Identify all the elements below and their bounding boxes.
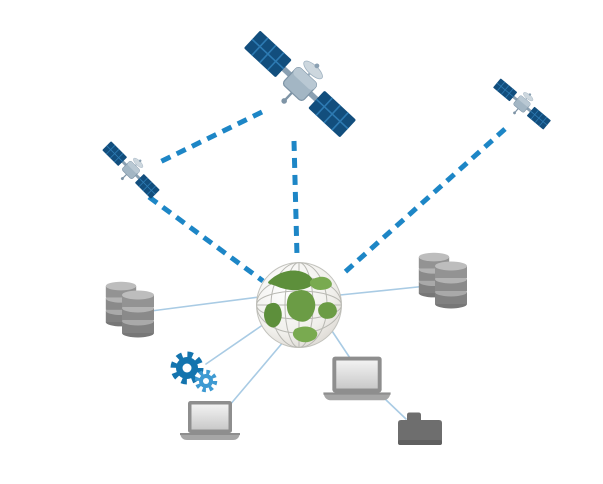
earth-globe <box>257 263 342 348</box>
database-icon <box>106 282 154 338</box>
database-icon <box>419 253 467 309</box>
satellite-icon <box>487 71 557 136</box>
link-globe-database-left <box>150 296 260 312</box>
link-globe-laptop-right <box>329 327 353 362</box>
satellite-links <box>147 109 507 284</box>
link-satellite-right-globe <box>343 127 507 274</box>
laptop-right <box>323 356 391 401</box>
database-right <box>419 253 467 309</box>
link-satellite-left-globe <box>147 194 265 284</box>
laptop-icon <box>180 401 240 440</box>
earth-globe-icon <box>257 263 342 348</box>
laptop-icon <box>323 356 391 401</box>
link-globe-laptop-left <box>228 340 285 407</box>
right-satellite <box>487 71 557 136</box>
laptop-left <box>180 401 240 440</box>
database-left <box>106 282 154 338</box>
processing-gears <box>174 355 215 390</box>
left-satellite <box>96 134 167 205</box>
ground-links <box>150 285 428 420</box>
link-laptop-right-storage <box>383 397 407 420</box>
large-satellite <box>233 18 368 149</box>
satellite-icon <box>96 134 167 205</box>
gears-icon <box>174 355 215 390</box>
link-satellite-large-satellite-left <box>158 109 264 165</box>
link-globe-gears <box>205 321 268 365</box>
link-satellite-large-globe <box>291 140 300 257</box>
satellite-icon <box>233 18 368 149</box>
link-globe-database-right <box>339 285 428 296</box>
